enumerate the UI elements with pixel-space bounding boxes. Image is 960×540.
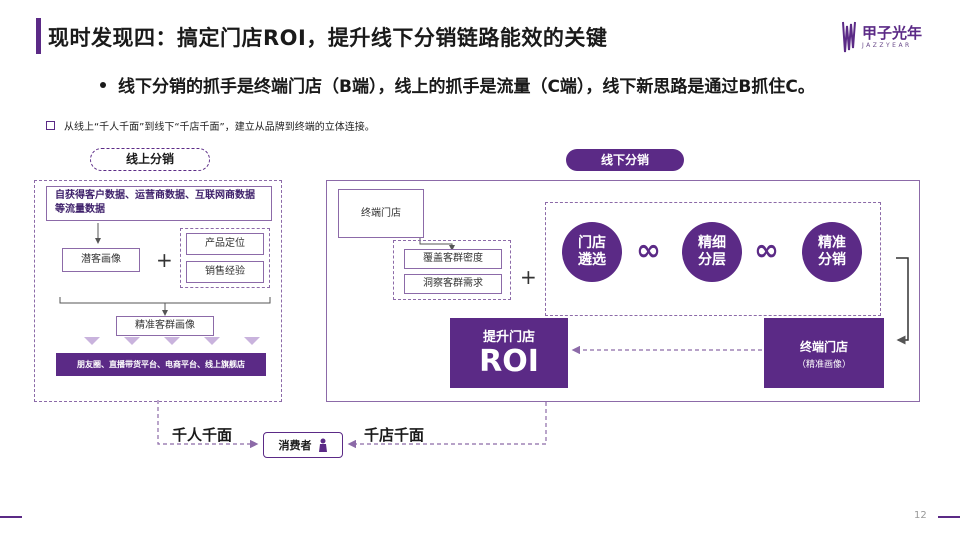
plus-icon: + — [520, 265, 537, 289]
data-sources-box: 自获得客户数据、运营商数据、互联网商数据等流量数据 — [46, 186, 272, 221]
store-selection-circle: 门店 遴选 — [562, 222, 622, 282]
product-sales-group — [180, 228, 270, 288]
subtitle: 线下分销的抓手是终端门店（B端），线上的抓手是流量（C端），线下新思路是通过B抓… — [118, 77, 815, 97]
terminal-store-label: 终端门店 — [799, 340, 848, 354]
terminal-portrait-box: 终端门店 （精准画像） — [764, 318, 884, 388]
title-accent-bar — [36, 18, 41, 54]
thousand-people-label: 千人千面 — [172, 426, 233, 444]
plus-icon: + — [156, 248, 173, 272]
footer-line-right — [938, 516, 960, 518]
precise-portrait-box: 精准客群画像 — [116, 316, 214, 336]
logo-mark-icon — [842, 21, 856, 53]
thousand-stores-label: 千店千面 — [364, 426, 425, 444]
note-text: 从线上“千人千面”到线下“千店千面”，建立从品牌到终端的立体连接。 — [64, 122, 375, 133]
channels-bar: 朋友圈、直播带货平台、电商平台、线上旗舰店 — [56, 353, 266, 376]
product-position-box: 产品定位 — [186, 233, 264, 255]
roi-big-label: ROI — [479, 344, 539, 379]
store-roi-box: 提升门店 ROI — [450, 318, 568, 388]
online-frame — [34, 180, 282, 402]
footer-line-left — [0, 516, 22, 518]
bullet-dot — [100, 82, 106, 88]
coverage-insight-group — [393, 240, 511, 300]
terminal-sub-label: （精准画像） — [796, 360, 851, 370]
page-number: 12 — [914, 510, 927, 521]
sales-experience-box: 销售经验 — [186, 261, 264, 283]
page-title: 现时发现四：搞定门店ROI，提升线下分销链路能效的关键 — [48, 26, 608, 50]
infinity-icon: ∞ — [754, 233, 779, 268]
logo-subtext: JAZZYEAR — [862, 42, 912, 49]
logo-text: 甲子光年 — [862, 24, 923, 42]
circles-frame — [545, 202, 881, 316]
coverage-density-box: 覆盖客群密度 — [404, 249, 502, 269]
terminal-store-box: 终端门店 — [338, 189, 424, 238]
consumer-label: 消费者 — [278, 439, 312, 452]
potential-portrait-box: 潜客画像 — [62, 248, 140, 272]
fine-layering-circle: 精细 分层 — [682, 222, 742, 282]
brand-logo: 甲子光年 JAZZYEAR — [842, 18, 942, 58]
consumer-box: 消费者 — [263, 432, 343, 458]
online-title-pill: 线上分销 — [90, 148, 210, 171]
person-icon — [318, 438, 327, 452]
insight-needs-box: 洞察客群需求 — [404, 274, 502, 294]
precise-distribution-circle: 精准 分销 — [802, 222, 862, 282]
offline-title-pill: 线下分销 — [566, 149, 684, 171]
store-roi-label: 提升门店 — [482, 330, 535, 345]
infinity-icon: ∞ — [636, 233, 661, 268]
offline-frame — [326, 180, 920, 402]
note-square-icon — [46, 121, 55, 130]
